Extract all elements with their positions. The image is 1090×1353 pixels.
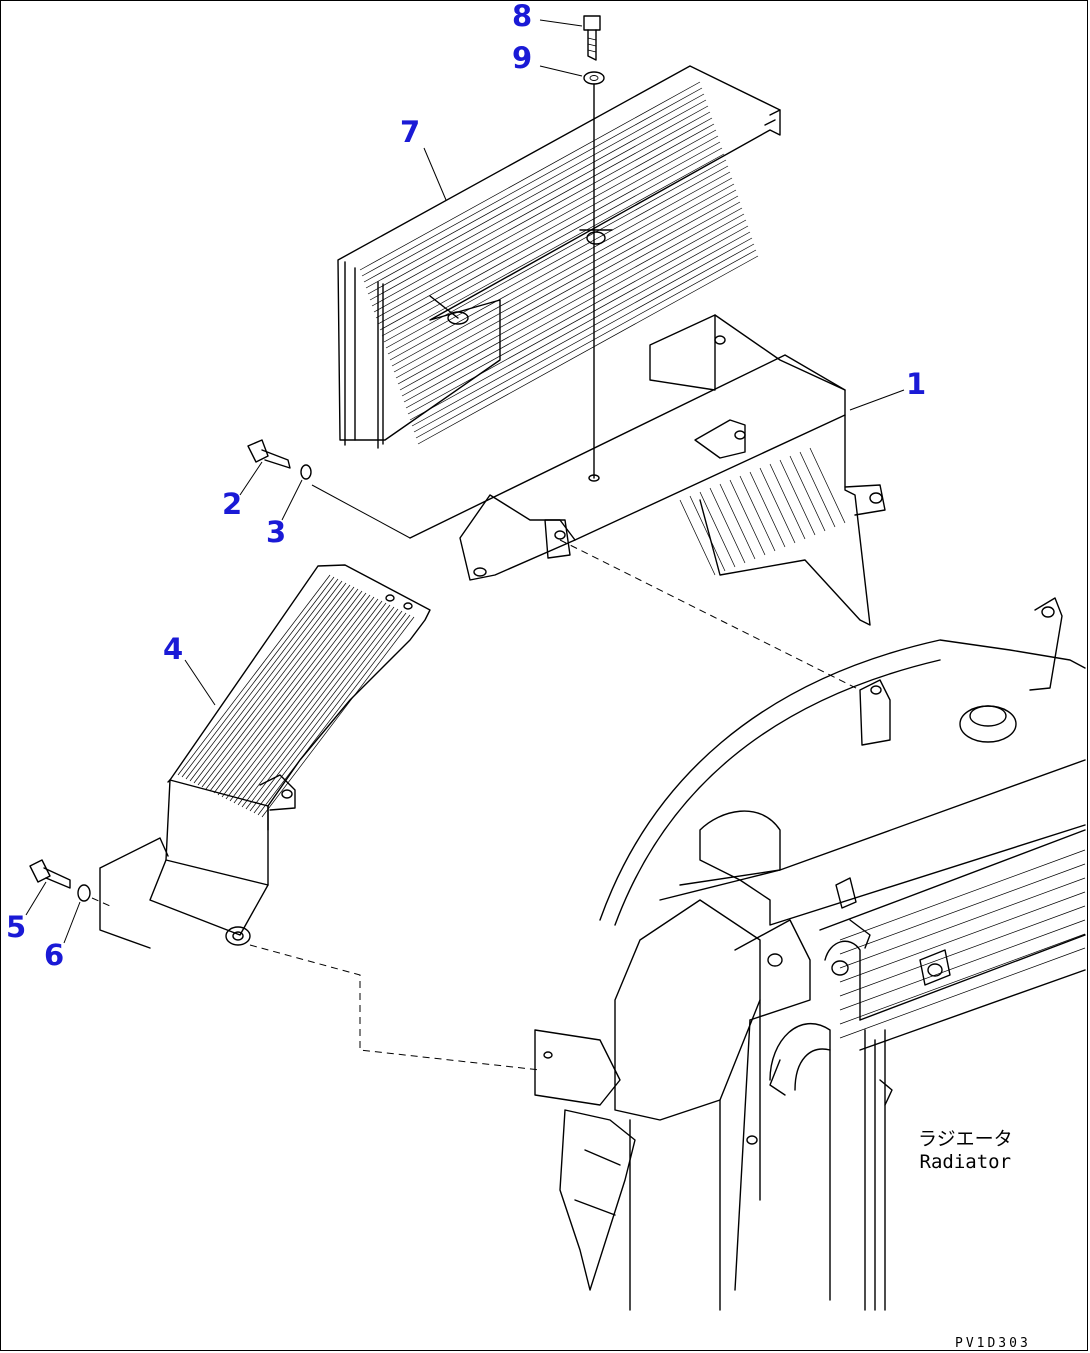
hatch-line xyxy=(393,183,735,373)
hatch-line xyxy=(371,117,713,307)
hatch-line xyxy=(417,255,759,445)
washer-part-9 xyxy=(583,71,605,85)
hatch-line xyxy=(839,849,1086,941)
hatch-line xyxy=(839,891,1086,983)
bolt-part-8 xyxy=(583,15,601,61)
hatch-line xyxy=(839,933,1086,1025)
radiator-label-japanese: ラジエータ xyxy=(918,1128,1013,1150)
hatch-line xyxy=(245,608,399,810)
hatch-line xyxy=(225,598,379,800)
callout-8: 8 xyxy=(512,0,533,33)
hatch-line xyxy=(407,225,749,415)
hatch-line xyxy=(839,877,1086,969)
hatch-line xyxy=(413,243,755,433)
hatch-line xyxy=(189,580,343,782)
hatch-line xyxy=(397,195,739,385)
hatch-line xyxy=(229,600,383,802)
washer-part-3 xyxy=(300,464,312,480)
bolt-part-2 xyxy=(247,439,291,469)
hatch-line xyxy=(759,467,796,544)
hatch-line xyxy=(359,81,701,271)
hatch-line xyxy=(769,463,806,540)
hatch-line xyxy=(261,616,415,818)
callout-2: 2 xyxy=(222,487,243,521)
hatch-line xyxy=(839,947,1086,1039)
hatch-line xyxy=(401,207,743,397)
hatch-line xyxy=(411,237,753,427)
hatch-line xyxy=(369,111,711,301)
hatch-line xyxy=(365,99,707,289)
hatch-line xyxy=(213,592,367,794)
callout-9: 9 xyxy=(512,41,533,75)
hatch-line xyxy=(415,249,757,439)
hatch-line xyxy=(395,189,737,379)
hatch-line xyxy=(205,588,359,790)
callout-1: 1 xyxy=(906,367,927,401)
hatch-line xyxy=(689,495,726,572)
hatch-line xyxy=(799,451,836,528)
hatch-line xyxy=(217,594,371,796)
radiator-label-english: Radiator xyxy=(919,1150,1012,1173)
radiator-label: ラジエータ Radiator xyxy=(918,1128,1013,1174)
hatch-line xyxy=(257,614,411,816)
hatch-line xyxy=(403,213,745,403)
hatch-line xyxy=(719,483,756,560)
callout-3: 3 xyxy=(266,515,287,549)
hatch-line xyxy=(729,479,766,556)
hatch-line xyxy=(381,147,723,337)
hatch-line xyxy=(749,471,786,548)
hatch-line xyxy=(185,578,339,780)
hatch-line xyxy=(375,129,717,319)
hatch-line xyxy=(361,87,703,277)
hatch-line xyxy=(387,165,729,355)
hatch-line xyxy=(373,123,715,313)
radiator-assembly xyxy=(249,539,1086,1311)
hatch-line xyxy=(839,905,1086,997)
bolt-part-5 xyxy=(29,859,71,889)
hatch-line xyxy=(221,596,375,798)
callout-5: 5 xyxy=(6,910,27,944)
hatch-line xyxy=(237,604,391,806)
hatch-line xyxy=(385,159,727,349)
hatch-line xyxy=(233,602,387,804)
hatch-line xyxy=(379,141,721,331)
hatch-line xyxy=(389,171,731,361)
hatch-line xyxy=(363,93,705,283)
bracket-part-1 xyxy=(409,314,886,626)
hatch-line xyxy=(241,606,395,808)
washer-part-6 xyxy=(77,884,91,902)
hatch-line xyxy=(391,177,733,367)
hatch-line xyxy=(177,574,331,776)
hatch-line xyxy=(679,499,716,576)
hatch-line xyxy=(201,586,355,788)
hatch-line xyxy=(367,105,709,295)
cover-part-7 xyxy=(337,65,781,449)
hatch-line xyxy=(377,135,719,325)
callout-7: 7 xyxy=(400,115,421,149)
callout-6: 6 xyxy=(44,938,65,972)
hatch-line xyxy=(779,459,816,536)
hatch-line xyxy=(699,491,736,568)
hatch-line xyxy=(399,201,741,391)
hatch-line xyxy=(839,863,1086,955)
hatch-line xyxy=(383,153,725,343)
hatch-line xyxy=(739,475,776,552)
hatch-line xyxy=(789,455,826,532)
hatch-line xyxy=(181,576,335,778)
hatch-line xyxy=(249,610,403,812)
hatch-line xyxy=(253,612,407,814)
drawing-code: PV1D303 xyxy=(955,1336,1031,1351)
hatch-line xyxy=(839,919,1086,1011)
hatch-line xyxy=(197,584,351,786)
hatch-line xyxy=(709,487,746,564)
hatch-line xyxy=(193,582,347,784)
hatch-line xyxy=(405,219,747,409)
duct-cover-part-4 xyxy=(99,564,431,949)
hatch-line xyxy=(809,447,846,524)
callout-4: 4 xyxy=(163,632,184,666)
hatch-line xyxy=(409,231,751,421)
hatch-line xyxy=(209,590,363,792)
